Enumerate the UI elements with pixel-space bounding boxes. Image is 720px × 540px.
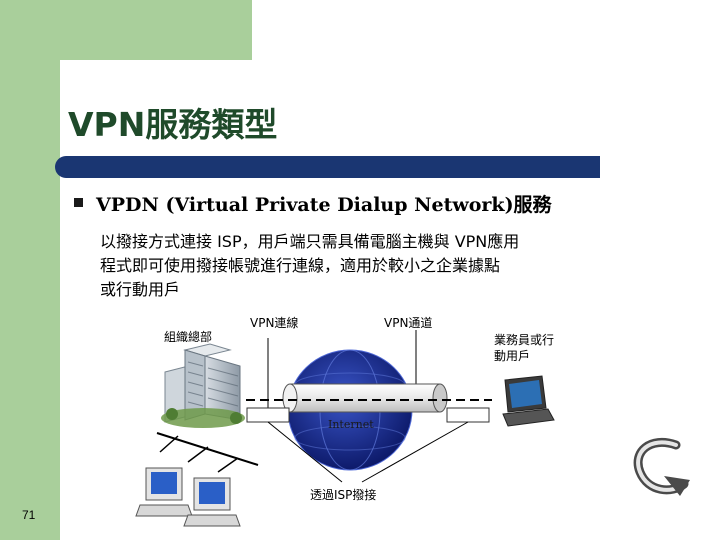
description-text: 以撥接方式連接 ISP，用戶端只需具備電腦主機與 VPN應用 程式即可使用撥接帳… — [100, 230, 660, 302]
headquarters-building-icon — [161, 343, 245, 428]
mobile-user-label-line1: 業務員或行 — [494, 333, 555, 347]
lan-bus-icon — [156, 432, 259, 473]
description-line: 以撥接方式連接 ISP，用戶端只需具備電腦主機與 VPN應用 — [100, 232, 520, 251]
isp-line-right — [361, 421, 469, 483]
isp-line-left — [267, 421, 343, 483]
desktop-computer-icon — [135, 467, 193, 517]
desktop-computer-icon — [183, 477, 241, 527]
page-number: 71 — [22, 508, 36, 522]
bullet-square-icon — [74, 198, 83, 207]
vpn-connection-label: VPN連線 — [250, 316, 299, 330]
vpn-tunnel-label: VPN通道 — [384, 316, 433, 330]
isp-dialup-label: 透過ISP撥接 — [310, 488, 377, 502]
decorative-left-band — [0, 0, 60, 540]
title-underline-bar — [55, 156, 600, 178]
description-line: 程式即可使用撥接帳號進行連線，適用於較小之企業據點 — [100, 256, 501, 275]
vpn-tunnel-icon — [282, 383, 448, 413]
internet-label: Internet — [328, 418, 374, 431]
mobile-user-label-line2: 動用戶 — [494, 349, 531, 363]
hq-label: 組織總部 — [164, 330, 213, 344]
mobile-connector-box — [446, 407, 490, 423]
description-line: 或行動用戶 — [100, 280, 181, 299]
laptop-icon — [502, 375, 555, 427]
decorative-top-band — [60, 0, 252, 60]
return-arrow-icon — [633, 437, 690, 496]
slide-title: VPN服務類型 — [68, 105, 278, 144]
hq-connector-box — [246, 407, 290, 423]
bullet-heading: VPDN (Virtual Private Dialup Network)服務 — [96, 194, 552, 216]
